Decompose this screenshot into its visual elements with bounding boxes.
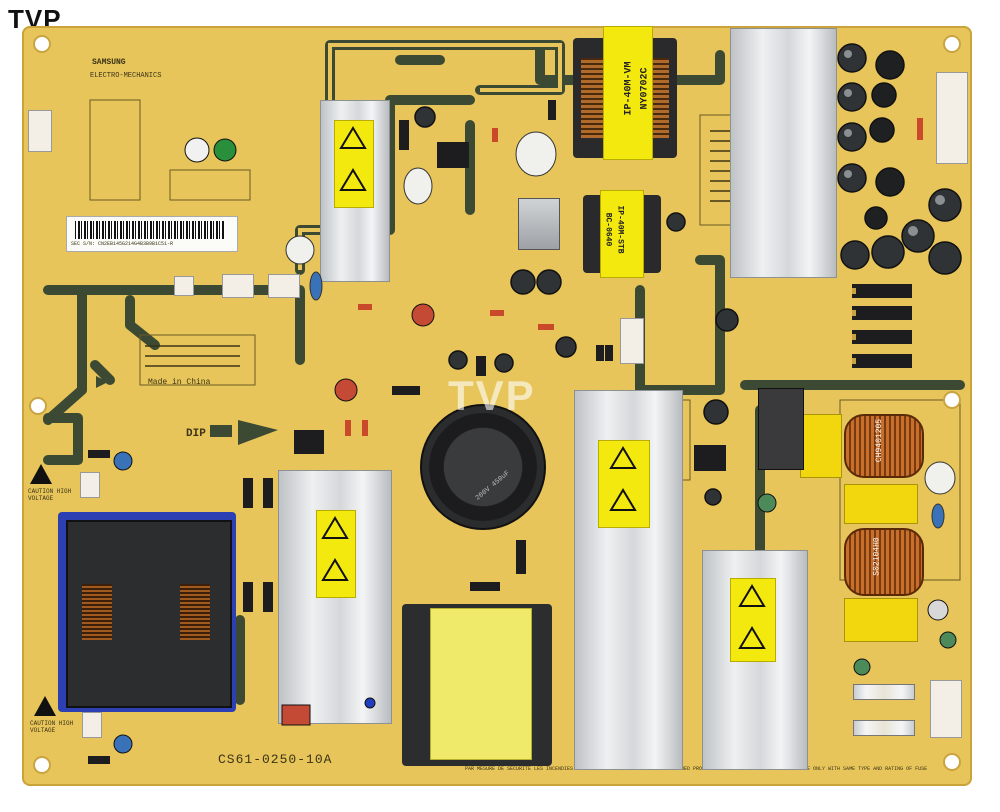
x-capacitor-2 [844,598,918,642]
photocoupler-1 [222,274,254,298]
caution-label-2: CAUTION HIGH VOLTAGE [30,720,74,734]
connector-cn802 [82,712,102,738]
input-transformer-core [66,520,232,708]
barcode [75,221,225,239]
made-in-label: Made in China [148,378,211,387]
serial-text: SEC S/N: CN2EB145G214G4B3B9B1C51-R [71,241,174,247]
ac-input-connector [930,680,962,738]
bulk-capacitor: 200V 450uF [420,404,546,530]
heatsink-top-right [730,28,837,278]
serial-sticker: SEC S/N: CN2EB145G214G4B3B9B1C51-R [66,216,238,252]
winding-right [180,584,210,640]
winding-left [82,584,112,640]
warning-sticker-2 [316,510,356,598]
common-mode-choke-1: CH9401205 [844,414,924,478]
connector-cn801 [80,472,100,498]
signal-connector [28,110,52,152]
watermark-center: TVP [448,372,536,419]
part-number: CS61-0250-10A [218,752,333,767]
caution-label-1: CAUTION HIGH VOLTAGE [28,488,72,502]
ic-controller-1 [437,142,469,168]
test-point-block [174,276,194,296]
relay [758,388,804,470]
regulator [518,198,560,250]
connector-mid [620,318,644,364]
maker-logo: SAMSUNG [92,58,126,67]
x-capacitor-1 [844,484,918,524]
bottom-notice: PAR MESURE DE SECURITE LES INCENDIES REM… [465,766,928,772]
warning-sticker-3 [598,440,650,528]
output-connector [936,72,968,164]
photocoupler-2 [268,274,300,298]
transformer-2-label: IP-40M-STB BC-0640 [600,190,644,278]
maker-subtitle: ELECTRO-MECHANICS [90,72,162,80]
ic-controller-2 [294,430,324,454]
ic-controller-3 [694,445,726,471]
common-mode-choke-2: S02104H0 [844,528,924,596]
fuse-2 [853,720,915,736]
warning-sticker-1 [334,120,374,208]
output-transformer-tape [430,608,532,760]
transformer-1-label: IP-40M-VM NY0702C [603,26,653,160]
dip-label: DIP [186,428,206,440]
fuse-1 [853,684,915,700]
